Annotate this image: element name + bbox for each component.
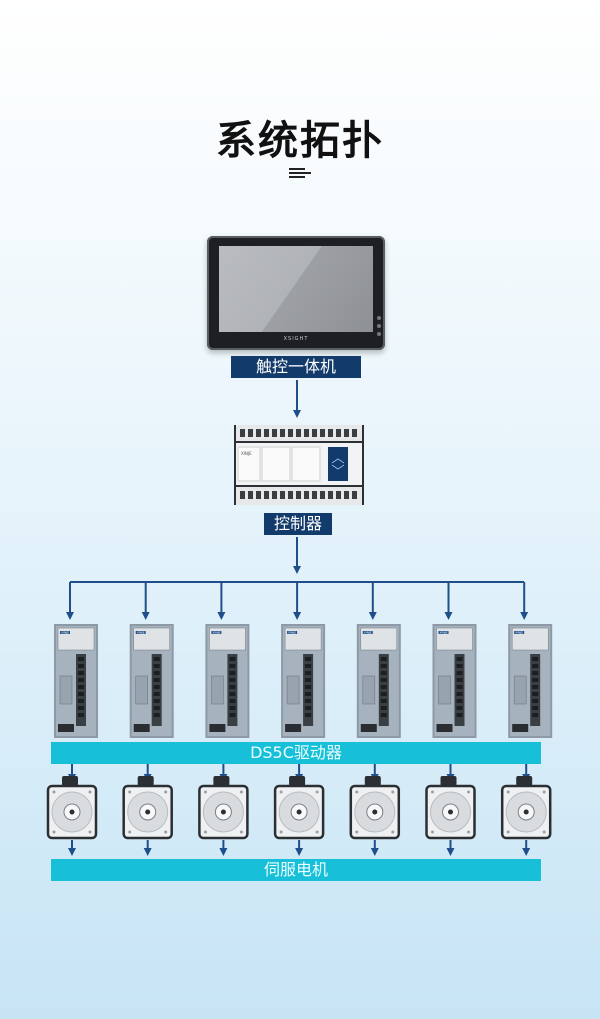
servo-motor-1 [46,776,98,840]
servo-drive-2: XINJE [129,624,174,738]
controller-label: 控制器 [264,513,332,535]
touch-panel-label: 触控一体机 [231,356,361,378]
servo-drive-3: XINJE [205,624,250,738]
drive-brand: XINJE [515,631,523,635]
servo-motor-6 [425,776,476,840]
servo-drive-4: XINJE [281,624,326,738]
drive-brand: XINJE [212,631,220,635]
servo-drive-6: XINJE [432,624,477,738]
motors-band: 伺服电机 [51,859,541,881]
page-title: 系统拓扑 [216,118,384,164]
servo-drive-7: XINJE [508,624,553,738]
drive-brand: XINJE [137,631,145,635]
touch-panel-device: XSIGHT [207,236,385,350]
drives-band: DS5C驱动器 [51,742,541,764]
drive-brand: XINJE [364,631,372,635]
touch-panel-brand: XSIGHT [283,336,309,342]
touch-panel-screen [219,246,373,332]
drive-brand: XINJE [288,631,296,635]
drive-brand: XINJE [61,631,69,635]
controller-brand: XINJE [241,451,252,456]
servo-motor-2 [122,776,173,840]
servo-drive-1: XINJE [54,624,98,738]
drive-brand: XINJE [440,631,448,635]
servo-motor-5 [349,776,401,840]
servo-motor-3 [198,776,249,840]
servo-drive-5: XINJE [356,624,401,738]
servo-motor-7 [500,776,552,840]
menu-lines-icon [289,168,311,178]
controller-device: XINJE [234,425,364,505]
servo-motor-4 [273,776,325,840]
